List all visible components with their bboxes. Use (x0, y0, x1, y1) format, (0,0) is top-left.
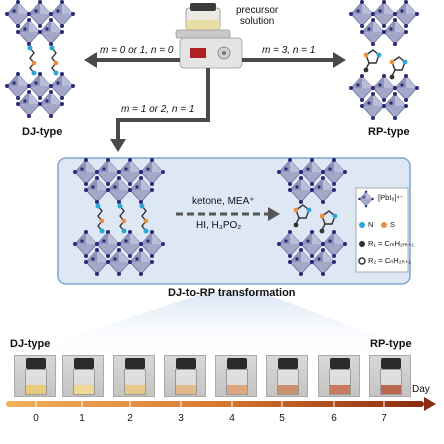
vial-cap (176, 358, 196, 369)
vial-liquid (125, 385, 145, 394)
vial-liquid (381, 385, 401, 394)
vial-glass (25, 369, 47, 395)
legend-sulfur-icon (381, 222, 387, 228)
vial-photo (14, 355, 56, 397)
vial-liquid (278, 385, 298, 394)
legend-s: S (390, 220, 396, 229)
legend-octahedron: [PbI₆]⁴⁻ (378, 193, 404, 202)
zoom-fan (0, 292, 444, 360)
vial-photo (62, 355, 104, 397)
dj-structure-top (4, 0, 76, 119)
timeline-start-label: DJ-type (10, 338, 51, 350)
vial-cap (381, 358, 401, 369)
reagent-bottom: HI, H₃PO₂ (196, 220, 242, 231)
vial-cap (125, 358, 145, 369)
vial-photo (369, 355, 411, 397)
vial-liquid (74, 385, 94, 394)
vial-photo (164, 355, 206, 397)
vial-glass (73, 369, 95, 395)
vial-liquid (26, 385, 46, 394)
vial-glass (124, 369, 146, 395)
vial-liquid (176, 385, 196, 394)
legend-r2-icon (358, 257, 366, 265)
timeline-end-label: RP-type (370, 338, 412, 350)
panel-title: DJ-to-RP transformation (168, 287, 296, 299)
rp-structure-top (348, 0, 420, 121)
day-label: 0 (33, 413, 39, 424)
vial-glass (277, 369, 299, 395)
vial-cap (278, 358, 298, 369)
vial-photo (113, 355, 155, 397)
reaction-arrow (176, 207, 280, 221)
left-condition: m = 0 or 1, n = 0 (100, 45, 174, 56)
vial-photo (215, 355, 257, 397)
day-label: 4 (229, 413, 235, 424)
vial-cap (26, 358, 46, 369)
legend-r1-icon (359, 241, 365, 247)
day-label: 6 (331, 413, 337, 424)
vial-cap (74, 358, 94, 369)
vial-glass (175, 369, 197, 395)
hotplate-device (175, 3, 243, 69)
vial-cap (227, 358, 247, 369)
arrows (95, 58, 335, 140)
precursor-label-line1: precursor (236, 5, 279, 16)
precursor-label: precursor solution (236, 5, 278, 27)
day-label: 5 (279, 413, 285, 424)
vial-glass (329, 369, 351, 395)
day-label: 3 (178, 413, 184, 424)
vial-photo (318, 355, 360, 397)
timeline-ticks (35, 401, 385, 407)
vial-photo (266, 355, 308, 397)
vial-glass (226, 369, 248, 395)
down-condition: m = 1 or 2, n = 1 (121, 104, 195, 115)
rp-type-label-top: RP-type (368, 126, 410, 138)
day-label: 7 (381, 413, 387, 424)
legend-nitrogen-icon (359, 222, 365, 228)
dj-type-label-top: DJ-type (22, 126, 63, 138)
timeline-axis-label: Day (412, 384, 430, 395)
vial-liquid (330, 385, 350, 394)
day-label: 2 (127, 413, 133, 424)
legend-r2: R₂ = CₙH₂ₙ₊₁ (368, 256, 412, 265)
day-label: 1 (79, 413, 85, 424)
right-condition: m = 3, n = 1 (262, 45, 316, 56)
vial-cap (330, 358, 350, 369)
legend-n: N (368, 220, 374, 229)
reagent-top: ketone, MEA⁺ (192, 196, 255, 207)
timeline-bar (6, 401, 424, 407)
vial-liquid (227, 385, 247, 394)
timeline-arrowhead (424, 397, 436, 411)
legend-r1: R₁ = CₘH₂ₘ₊₁ (368, 239, 415, 248)
vial-glass (380, 369, 402, 395)
precursor-label-line2: solution (239, 16, 275, 27)
